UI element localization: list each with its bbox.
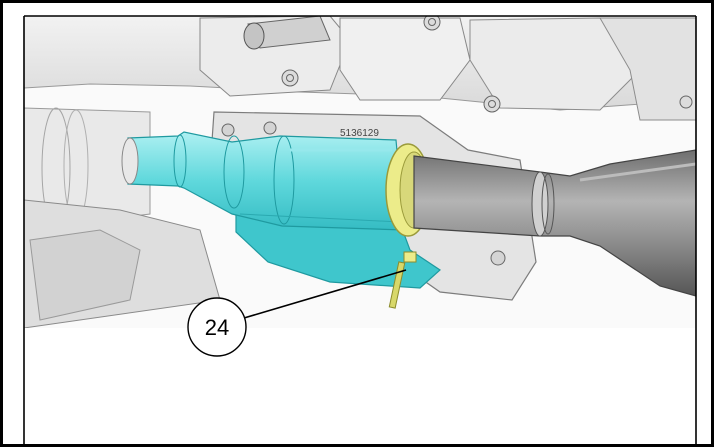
frame-bolt (423, 16, 441, 31)
callout-circle (187, 297, 247, 357)
exhaust-pipe (413, 149, 696, 297)
callout-leader-line (243, 269, 407, 319)
frame-bracket (339, 17, 471, 101)
illustration: 5136129 R (24, 16, 696, 328)
frame-bolt (281, 69, 299, 87)
clamp-bolt (388, 251, 417, 309)
highlighted-muffler (121, 131, 441, 289)
frame-bolt (483, 95, 501, 113)
frame-bolt (679, 95, 693, 109)
part-number-stamp: 5136129 (340, 128, 379, 139)
callout-label: 24 (205, 315, 229, 340)
left-tube (24, 107, 151, 231)
